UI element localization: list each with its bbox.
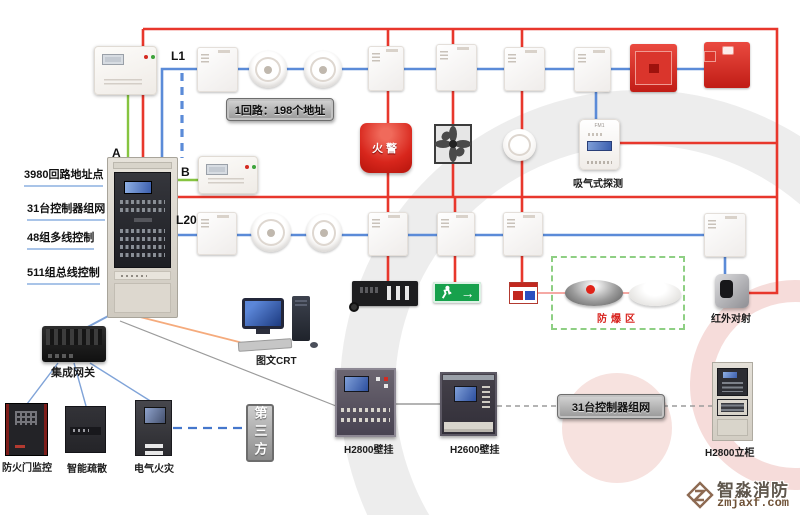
smoke-detector: [306, 214, 342, 252]
panel-screen: [454, 386, 477, 402]
aspirating-detector: FM1: [579, 119, 620, 170]
crt-label: 图文CRT: [256, 356, 297, 367]
keyboard: [237, 338, 293, 352]
smoke-exhaust-fan: [434, 122, 472, 166]
electrical-fire-monitor: [135, 400, 172, 456]
smoke-detector: [249, 51, 287, 88]
spec-loop-points: 3980回路地址点: [24, 166, 104, 187]
io-module: [197, 212, 237, 255]
hydrant-button: [704, 42, 750, 88]
main-control-cabinet: [107, 157, 178, 318]
h2800-wall-panel: [335, 368, 396, 437]
gateway-label: 集成网关: [51, 367, 95, 379]
company-name: 智淼消防: [717, 481, 789, 500]
h2600-wall-label: H2600壁挂: [450, 445, 500, 456]
dome-detector: [629, 282, 681, 306]
alarm-indicator: [586, 285, 595, 294]
controller-network-badge: 31台控制器组网: [557, 394, 665, 419]
pc-tower: [292, 296, 310, 341]
io-module: [368, 212, 408, 256]
floor-repeater-2: [198, 156, 258, 194]
network-links: [396, 403, 712, 407]
floor-repeater-1: [94, 46, 157, 95]
power-module: [509, 282, 538, 304]
company-logo-icon: [686, 481, 714, 509]
aspirating-lcd: [587, 141, 612, 151]
h2800-cabinet-label: H2800立柜: [705, 448, 755, 459]
arrow-icon: →: [460, 284, 475, 301]
h2800-floor-cabinet: [712, 362, 753, 441]
evacuation-controller: [65, 406, 106, 453]
fire-alarm-bell: 火警: [360, 123, 412, 173]
io-module: [437, 212, 475, 256]
explosion-proof-detector: [565, 280, 623, 306]
fire-door-label: 防火门监控: [2, 463, 52, 474]
mouse: [310, 342, 318, 348]
cabinet-panel: [114, 172, 171, 268]
spec-controllers: 31台控制器组网: [27, 200, 106, 221]
microphone: [349, 302, 359, 312]
broadcast-amplifier: [349, 281, 418, 312]
monitor: [242, 298, 284, 329]
cabinet-door: [114, 283, 171, 313]
loop-capacity-badge: 1回路：198个地址: [226, 98, 334, 121]
h2800-wall-label: H2800壁挂: [344, 445, 394, 456]
io-module: [574, 47, 611, 92]
exit-sign: →: [433, 282, 481, 303]
loop1-label: L1: [171, 49, 186, 63]
integration-gateway: [42, 326, 106, 362]
cabinet-lcd: [124, 181, 152, 194]
loop20-label: L20: [176, 213, 197, 227]
green-lines: [126, 95, 200, 182]
infrared-beam-detector: [715, 274, 749, 308]
explosion-proof-zone: 防爆区: [551, 256, 685, 330]
h2600-wall-panel: [440, 372, 497, 436]
electrical-fire-label: 电气火灾: [134, 464, 174, 475]
io-module: [704, 213, 746, 257]
fire-door-monitor: [5, 403, 48, 456]
io-module: [197, 47, 238, 92]
company-domain: zmjaxf.com: [717, 496, 790, 510]
repeater-lcd: [206, 164, 228, 175]
panel-screen: [344, 376, 369, 392]
smoke-detector: [304, 51, 342, 88]
io-module: [503, 212, 543, 256]
repeater-lcd: [102, 54, 124, 65]
spec-bus: 511组总线控制: [27, 264, 100, 285]
gray-panel-line: [119, 320, 337, 407]
aspirating-label: 吸气式探测: [573, 179, 623, 190]
smoke-detector: [251, 213, 291, 252]
spec-multiline: 48组多线控制: [27, 229, 95, 250]
manual-call-point: [630, 44, 677, 92]
running-man-icon: [442, 285, 452, 299]
io-module: [504, 47, 545, 91]
third-party-box: 第三方: [246, 404, 274, 462]
smoke-detector: [503, 129, 536, 161]
io-module: [368, 46, 404, 91]
io-module: [436, 44, 477, 91]
graphic-crt-workstation: [237, 296, 322, 352]
explosion-zone-label: 防爆区: [597, 314, 639, 325]
orange-crt-line: [139, 316, 244, 344]
background-pink-circle: [562, 373, 672, 483]
point-b-label: B: [181, 165, 190, 179]
evacuation-label: 智能疏散: [67, 464, 107, 475]
infrared-label: 红外对射: [711, 314, 751, 325]
point-a-label: A: [112, 146, 121, 160]
